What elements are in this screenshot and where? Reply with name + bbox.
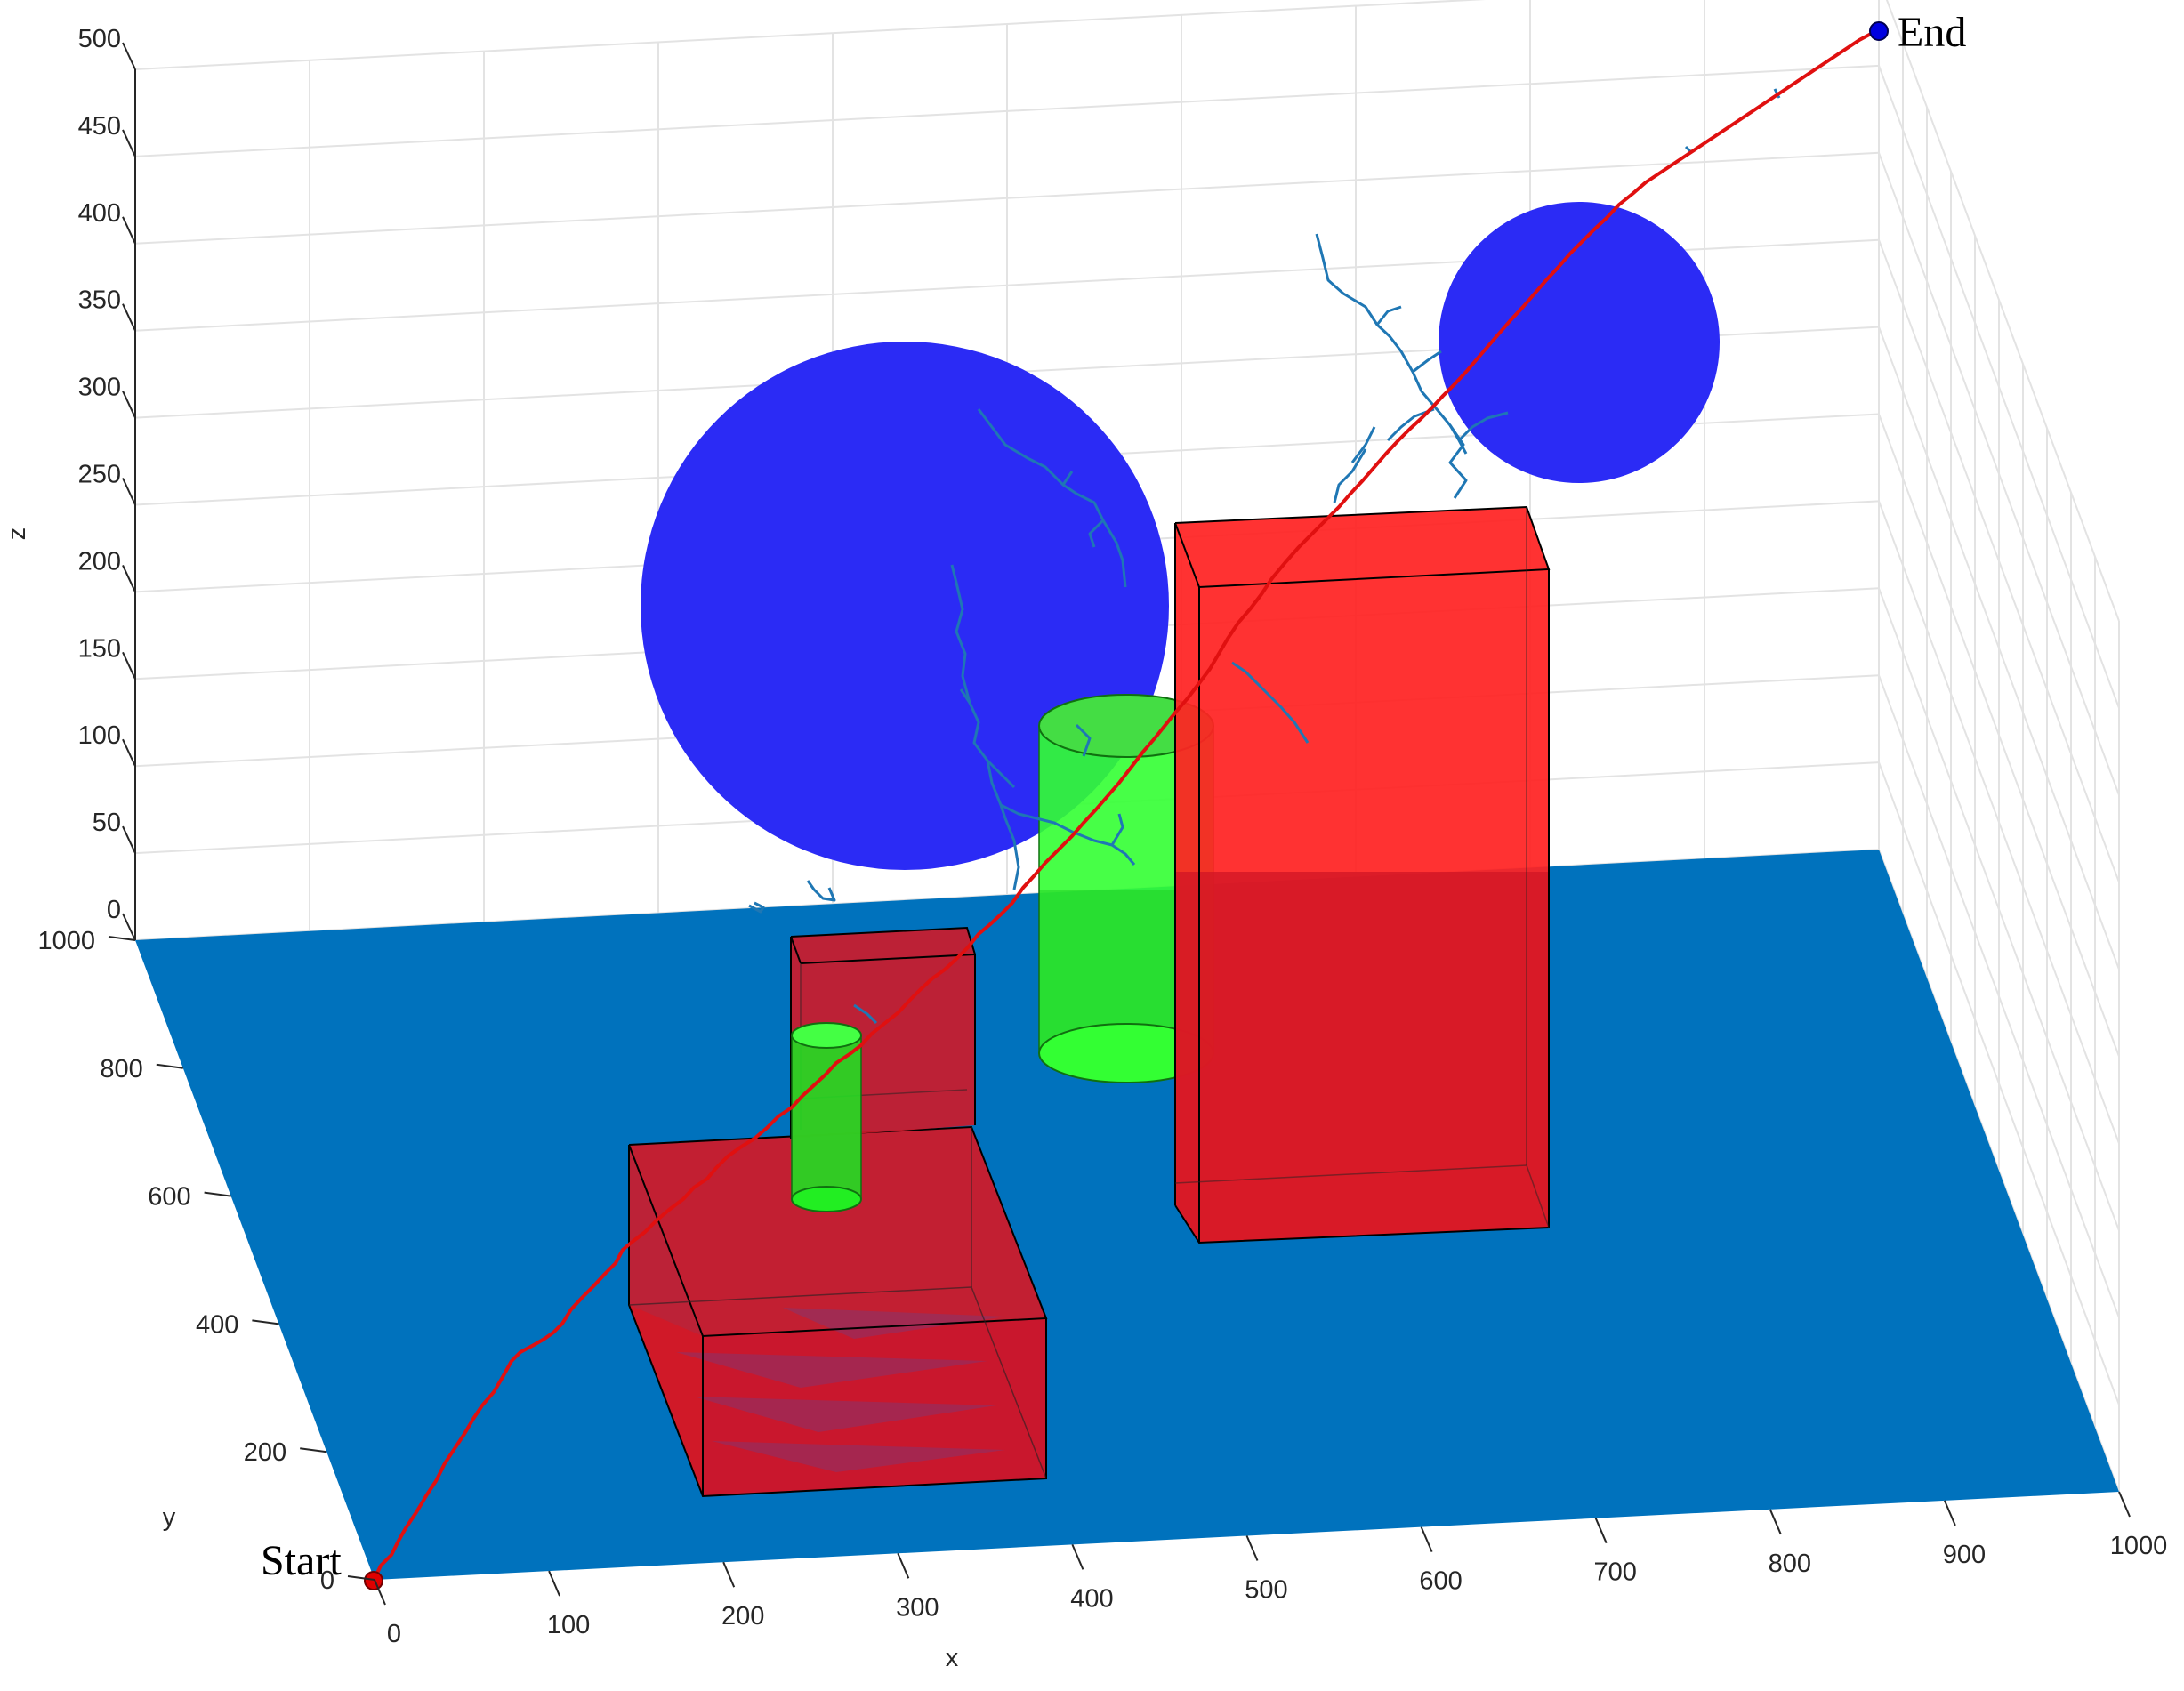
x-tick-label: 200 bbox=[721, 1602, 764, 1631]
grid-line bbox=[1878, 239, 2120, 883]
grid-line bbox=[134, 151, 1880, 245]
grid-line bbox=[1878, 152, 2120, 796]
start-marker bbox=[364, 1571, 383, 1590]
y-tick-mark bbox=[347, 1575, 375, 1581]
z-tick-mark bbox=[122, 391, 136, 419]
z-tick-mark bbox=[122, 651, 136, 680]
x-tick-label: 300 bbox=[896, 1593, 939, 1622]
grid-line bbox=[1878, 674, 2120, 1318]
grid-line bbox=[1878, 501, 2120, 1144]
end-marker bbox=[1869, 21, 1889, 41]
y-tick-label: 200 bbox=[244, 1438, 286, 1467]
y-tick-mark bbox=[108, 936, 136, 941]
x-tick-mark bbox=[897, 1552, 910, 1579]
grid-line bbox=[1878, 761, 2120, 1405]
z-tick-mark bbox=[122, 825, 136, 854]
sphere-small bbox=[1439, 202, 1720, 483]
grid-line bbox=[134, 0, 1487, 70]
x-tick-mark bbox=[1071, 1544, 1084, 1570]
y-tick-mark bbox=[300, 1447, 327, 1453]
cylinder-small bbox=[791, 1022, 862, 1212]
rrt-tree bbox=[748, 88, 1781, 1025]
y-tick-label: 600 bbox=[148, 1183, 190, 1212]
box-tall bbox=[1174, 505, 1551, 1244]
z-tick-label: 300 bbox=[78, 374, 121, 402]
planned-path bbox=[372, 28, 1880, 1582]
z-tick-mark bbox=[122, 478, 136, 505]
x-tick-mark bbox=[1420, 1526, 1433, 1552]
x-axis-ticks: 0 100 200 300 400 500 600 700 800 900 1000 bbox=[374, 1491, 2168, 1648]
grid-line bbox=[1878, 65, 2120, 709]
z-tick-label: 0 bbox=[107, 896, 121, 924]
z-tick-mark bbox=[122, 216, 136, 245]
x-tick-label: 500 bbox=[1245, 1576, 1287, 1605]
y-tick-mark bbox=[252, 1319, 279, 1325]
grid-line bbox=[1878, 414, 2120, 1057]
grid-line bbox=[134, 64, 1880, 157]
box-front-left bbox=[628, 1125, 1048, 1498]
x-tick-label: 600 bbox=[1419, 1567, 1462, 1596]
z-tick-mark bbox=[122, 564, 136, 592]
z-tick-mark bbox=[122, 303, 136, 332]
y-tick-mark bbox=[156, 1063, 183, 1069]
grid-line bbox=[1878, 587, 2120, 1231]
x-tick-label: 800 bbox=[1769, 1550, 1811, 1578]
grid-line bbox=[1885, 0, 2120, 622]
y-tick-label: 800 bbox=[100, 1055, 142, 1083]
x-tick-label: 1000 bbox=[2110, 1532, 2168, 1560]
z-tick-label: 250 bbox=[78, 461, 121, 489]
z-tick-label: 500 bbox=[78, 25, 121, 53]
x-tick-mark bbox=[1245, 1535, 1259, 1561]
x-tick-label: 0 bbox=[387, 1620, 401, 1648]
z-tick-mark bbox=[122, 738, 136, 767]
z-tick-label: 150 bbox=[78, 634, 121, 663]
sphere-large bbox=[641, 342, 1169, 870]
y-axis-ticks: 0 200 400 600 800 1000 bbox=[37, 927, 375, 1595]
ground-plane bbox=[135, 850, 2119, 1580]
grid-line bbox=[1878, 326, 2120, 970]
x-tick-mark bbox=[2118, 1491, 2131, 1518]
x-tick-mark bbox=[1769, 1509, 1782, 1535]
z-tick-mark bbox=[122, 129, 136, 157]
z-tick-mark bbox=[122, 42, 136, 70]
y-tick-label: 400 bbox=[196, 1310, 238, 1339]
x-tick-mark bbox=[1943, 1500, 1956, 1526]
y-tick-label: 0 bbox=[320, 1566, 334, 1595]
z-tick-label: 200 bbox=[78, 547, 121, 576]
x-tick-label: 100 bbox=[547, 1611, 590, 1639]
x-tick-mark bbox=[722, 1561, 736, 1588]
z-tick-label: 400 bbox=[78, 199, 121, 228]
z-axis-label: z bbox=[3, 527, 31, 541]
y-tick-mark bbox=[204, 1191, 231, 1197]
end-label: End bbox=[1898, 9, 1966, 56]
z-tick-label: 100 bbox=[78, 721, 121, 750]
x-tick-mark bbox=[548, 1570, 561, 1597]
y-axis-label: y bbox=[163, 1503, 176, 1532]
z-tick-label: 350 bbox=[78, 286, 121, 315]
x-tick-label: 400 bbox=[1070, 1584, 1113, 1613]
z-tick-mark bbox=[122, 913, 136, 941]
z-tick-label: 450 bbox=[78, 112, 121, 141]
x-tick-mark bbox=[1594, 1518, 1608, 1544]
x-tick-label: 900 bbox=[1943, 1541, 1986, 1569]
x-tick-label: 700 bbox=[1594, 1558, 1637, 1587]
z-axis-ticks: 0 50 100 150 200 250 300 350 400 450 500 bbox=[78, 25, 136, 941]
x-tick-mark bbox=[374, 1579, 386, 1606]
x-axis-label: x bbox=[946, 1644, 959, 1672]
z-tick-label: 50 bbox=[93, 809, 121, 837]
y-tick-label: 1000 bbox=[37, 927, 95, 955]
start-label: Start bbox=[261, 1537, 342, 1584]
